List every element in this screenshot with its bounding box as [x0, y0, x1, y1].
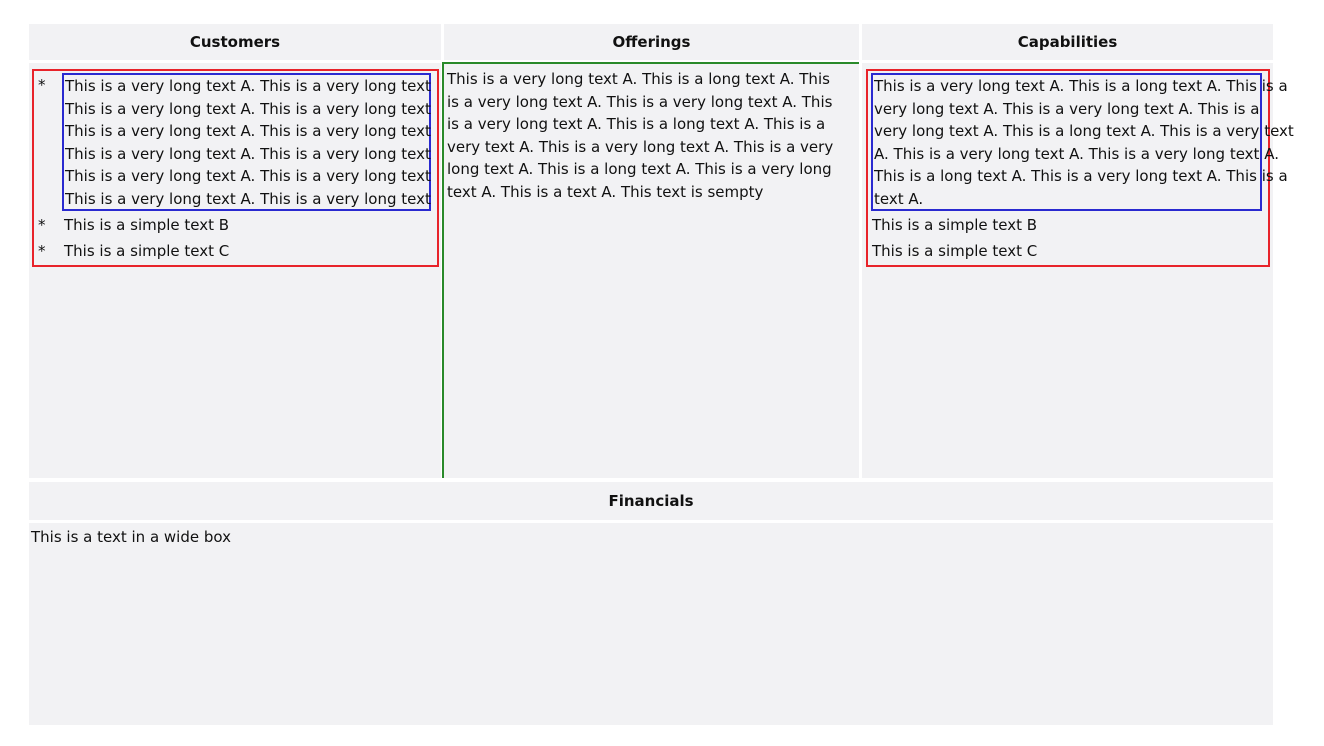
offerings-text: This is a very long text A. This is a lo… — [447, 68, 833, 203]
text-line: very long text A. This is a very long te… — [874, 99, 1260, 118]
customers-item-b: This is a simple text B — [64, 216, 230, 234]
capabilities-title: Capabilities — [1017, 33, 1118, 51]
financials-text: This is a text in a wide box — [31, 528, 231, 546]
text-line: This is a very long text A. This is a ve… — [65, 122, 431, 140]
capabilities-panel — [862, 63, 1273, 478]
text-line: This is a very long text A. This is a ve… — [65, 144, 431, 163]
customers-list-box — [32, 69, 439, 267]
text-line: This is a very long text A. This is a ve… — [65, 99, 431, 118]
customers-title: Customers — [189, 33, 281, 51]
bullet: * — [38, 76, 46, 94]
text-line: This is a very long text A. This is a ve… — [65, 77, 431, 95]
bullet: * — [38, 242, 46, 260]
text-line: A. This is a very long text A. This is a… — [874, 144, 1279, 163]
text-line: very long text A. This is a long text A.… — [874, 122, 1294, 140]
bullet: * — [38, 216, 46, 234]
text-line: is a very long text A. This is a long te… — [447, 115, 826, 133]
capabilities-header: Capabilities — [862, 24, 1273, 60]
text-line: text A. This is a text A. This text is s… — [447, 182, 764, 201]
text-line: This is a long text A. This is a very lo… — [874, 167, 1288, 185]
customers-panel: * This is a very long text A. This is a … — [29, 63, 441, 478]
text-line: This is a very long text A. This is a lo… — [874, 77, 1288, 95]
text-line: This is a very long text A. This is a ve… — [65, 189, 431, 208]
capabilities-list-box — [866, 69, 1270, 267]
capabilities-long-text-box — [871, 73, 1262, 211]
customers-long-text: This is a very long text A. This is a ve… — [65, 75, 431, 210]
text-line: text A. — [874, 189, 924, 208]
customers-long-text-box — [62, 73, 431, 211]
customers-header: Customers — [29, 24, 441, 60]
financials-panel: This is a text in a wide box — [29, 523, 1273, 725]
offerings-panel: This is a very long text A. This is a lo… — [442, 62, 859, 478]
offerings-header: Offerings — [444, 24, 859, 60]
text-line: This is a very long text A. This is a lo… — [447, 70, 830, 88]
capabilities-item-b: This is a simple text B — [872, 216, 1038, 234]
financials-title: Financials — [608, 492, 694, 510]
financials-header: Financials — [29, 482, 1273, 520]
offerings-title: Offerings — [612, 33, 691, 51]
customers-item-c: This is a simple text C — [64, 242, 230, 260]
text-line: This is a very long text A. This is a ve… — [65, 167, 431, 185]
text-line: very text A. This is a very long text A.… — [447, 137, 834, 156]
capabilities-long-text: This is a very long text A. This is a lo… — [874, 75, 1294, 210]
capabilities-item-c: This is a simple text C — [872, 242, 1038, 260]
text-line: is a very long text A. This is a very lo… — [447, 92, 833, 111]
text-line: long text A. This is a long text A. This… — [447, 160, 832, 178]
